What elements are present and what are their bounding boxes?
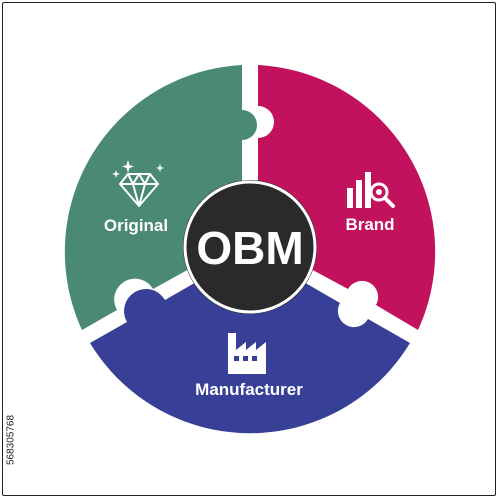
segment-label-original: Original <box>104 216 168 235</box>
segment-label-manufacturer: Manufacturer <box>195 380 303 399</box>
brand-chart-magnifier-icon <box>347 172 395 208</box>
diamond-icon <box>119 173 159 207</box>
center-circle <box>183 180 317 314</box>
center-circle-ring <box>183 180 317 314</box>
stock-id-watermark: 568305768 <box>4 380 18 500</box>
factory-icon <box>228 333 266 374</box>
sparkle-icon <box>112 160 164 178</box>
segment-label-brand: Brand <box>345 215 394 234</box>
segment-brand <box>258 65 436 330</box>
image-frame <box>2 2 496 496</box>
stock-id-text: 568305768 <box>5 414 17 466</box>
center-label: OBM <box>196 222 303 274</box>
segment-original <box>64 65 257 330</box>
